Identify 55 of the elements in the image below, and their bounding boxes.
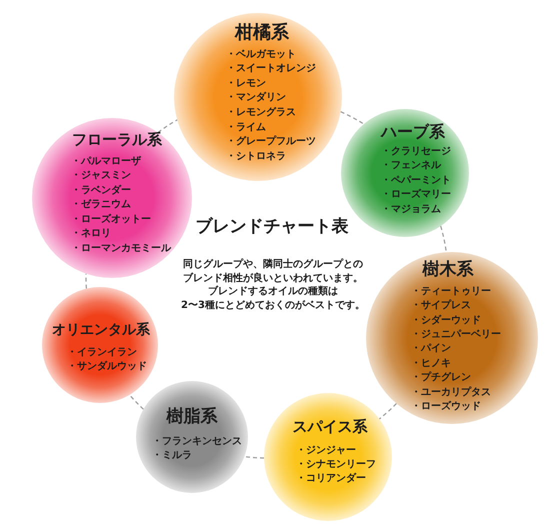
- connector-arc: [244, 456, 264, 459]
- oil-name: ・フランキンセンス: [152, 435, 242, 449]
- oil-name: ・シダーウッド: [411, 314, 481, 328]
- oil-name: ・サイプレス: [411, 299, 471, 314]
- connector-arc: [440, 226, 447, 252]
- oil-name: ・レモングラス: [226, 106, 296, 120]
- oil-name: ・スイートオレンジ: [226, 62, 316, 76]
- connector-arc: [129, 394, 144, 410]
- category-heading: ハーブ系: [381, 124, 445, 140]
- oil-name: ・ラベンダー: [71, 184, 131, 198]
- category-heading: 樹脂系: [166, 408, 218, 426]
- oil-name: ・マジョラム: [381, 202, 441, 217]
- oil-name: ・ジャスミン: [71, 169, 131, 184]
- description-text: 2〜3種にとどめておくのがベストです。: [181, 300, 365, 310]
- category-heading: 樹木系: [422, 262, 474, 278]
- category-heading: フローラル系: [72, 132, 162, 148]
- oil-name: ・ローズオットー: [71, 212, 151, 227]
- oil-name: ・ヒノキ: [411, 356, 451, 371]
- category-heading: オリエンタル系: [52, 323, 150, 337]
- oil-name: ・コリアンダー: [296, 472, 366, 486]
- oil-name: ・ティートゥリー: [411, 284, 491, 299]
- oil-name: ・ゼラニウム: [71, 198, 131, 212]
- oil-name: ・パイン: [411, 342, 451, 356]
- description-text: 同じグループや、隣同士のグループとの: [183, 260, 363, 270]
- oil-name: ・パルマローザ: [71, 154, 141, 169]
- oil-name: ・ネロリ: [71, 227, 111, 242]
- oil-name: ・シナモンリーフ: [296, 458, 376, 472]
- oil-name: ・グレープフルーツ: [226, 135, 316, 150]
- connector-arc: [85, 274, 87, 289]
- chart-title: ブレンドチャート表: [196, 218, 348, 236]
- category-heading: 柑橘系: [235, 24, 289, 42]
- description-text: ブレンド相性が良いといわれています。: [183, 274, 363, 284]
- connector-arc: [379, 403, 397, 420]
- oil-name: ・プチグレン: [411, 371, 471, 386]
- oil-name: ・マンダリン: [226, 91, 286, 106]
- oil-name: ・クラリセージ: [381, 144, 451, 159]
- oil-name: ・ミルラ: [152, 449, 192, 463]
- oil-name: ・ライム: [226, 120, 266, 135]
- connector-arc: [340, 111, 364, 125]
- oil-name: ・イランイラン: [67, 346, 137, 360]
- oil-name: ・ローズウッド: [411, 400, 481, 414]
- oil-name: ・ジュニパーベリー: [411, 328, 501, 342]
- oil-name: ・サンダルウッド: [67, 360, 147, 374]
- oil-name: ・ペパーミント: [381, 174, 451, 188]
- oil-name: ・ベルガモット: [226, 48, 296, 62]
- oil-name: ・ローズマリー: [381, 188, 451, 202]
- connector-arc: [158, 119, 178, 133]
- category-heading: スパイス系: [292, 420, 368, 434]
- description-text: ブレンドするオイルの種類は: [208, 287, 338, 297]
- oil-name: ・ローマンカモミール: [71, 242, 171, 256]
- oil-name: ・ジンジャー: [296, 444, 356, 458]
- oil-name: ・フェンネル: [381, 159, 441, 174]
- oil-name: ・レモン: [226, 76, 266, 91]
- oil-name: ・シトロネラ: [226, 150, 286, 164]
- oil-name: ・ユーカリプタス: [411, 386, 491, 400]
